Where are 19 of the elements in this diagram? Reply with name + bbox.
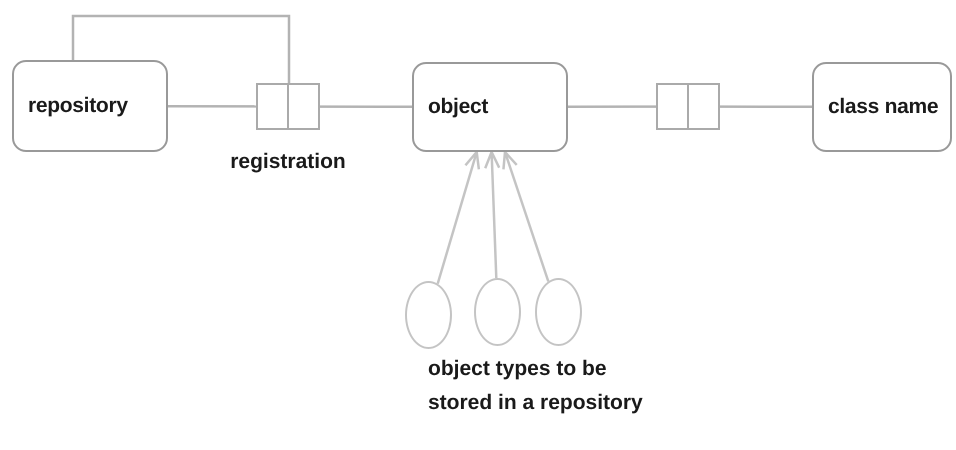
class-box (812, 62, 952, 152)
class-name: class name (828, 95, 938, 119)
connector-line (168, 104, 256, 108)
connector-line (320, 105, 412, 108)
box-label: registration (230, 150, 346, 174)
object-circle (535, 278, 582, 346)
connector-line (72, 14, 290, 83)
class-name: repository (28, 94, 128, 118)
arrow (484, 150, 500, 278)
connector-line (568, 105, 656, 108)
caption: object types to be stored in a repository (428, 356, 644, 416)
connector-line (720, 105, 812, 108)
class-box (412, 62, 568, 152)
class-name: object (428, 95, 488, 119)
split-box (656, 83, 720, 130)
arrow (502, 150, 550, 282)
arrow (436, 150, 480, 284)
class-box (12, 60, 168, 152)
split-box (256, 83, 320, 130)
